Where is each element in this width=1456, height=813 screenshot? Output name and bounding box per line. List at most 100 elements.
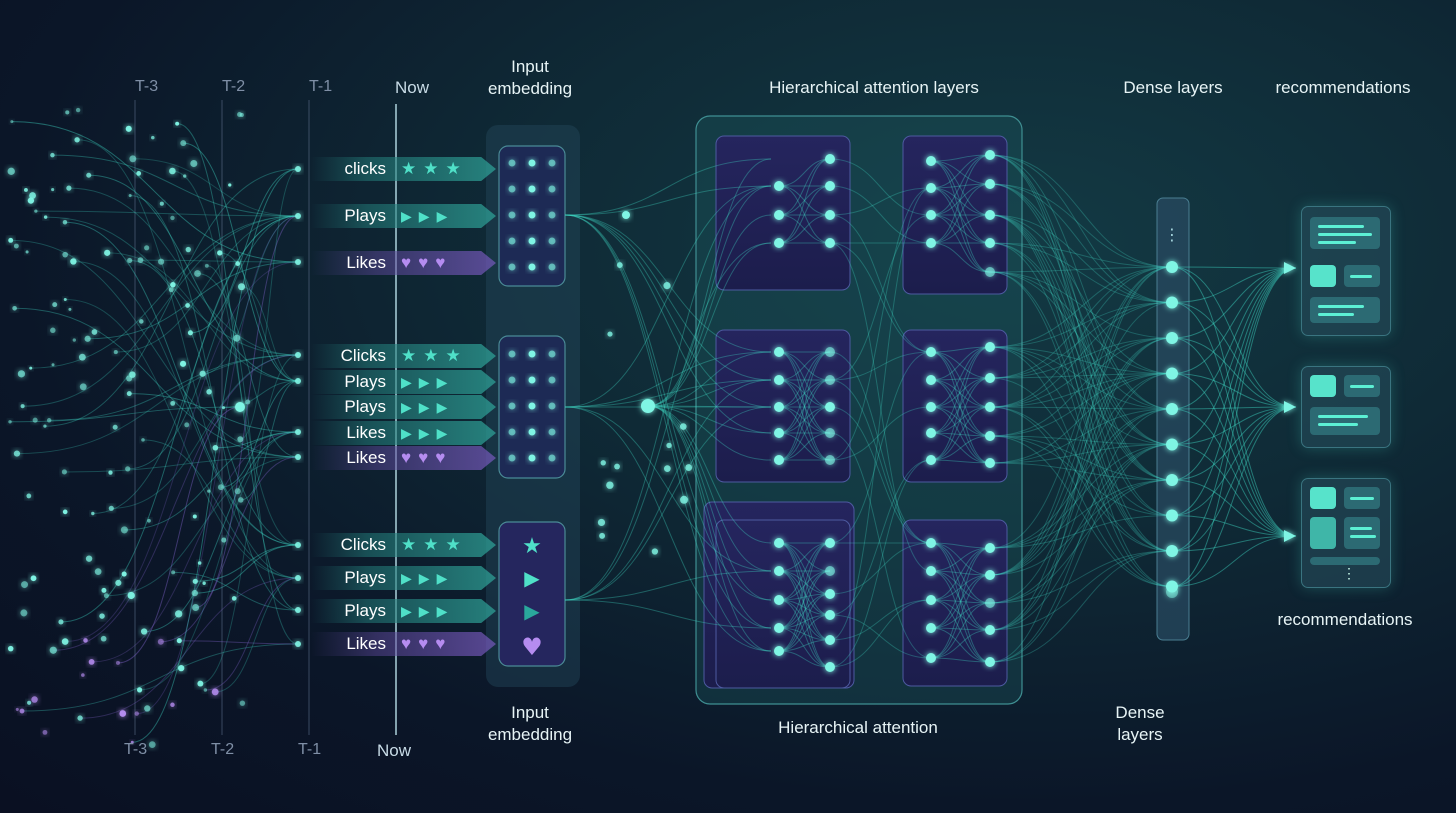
connection-line <box>989 337 1173 631</box>
attention-block <box>902 519 1008 687</box>
input-dot <box>51 363 55 367</box>
input-dot <box>32 417 38 423</box>
star-icon: ★ <box>401 346 417 365</box>
node <box>295 213 301 219</box>
embedding-node <box>508 237 516 245</box>
input-dot <box>168 287 174 293</box>
connection-line <box>989 266 1173 273</box>
node <box>926 566 936 576</box>
input-dot <box>86 172 92 178</box>
connection-line <box>778 542 831 641</box>
attention-block <box>715 519 851 689</box>
node <box>985 342 995 352</box>
embedding-node <box>508 159 516 167</box>
connection-line <box>10 239 299 458</box>
connection-line <box>778 542 831 595</box>
connection-line <box>930 629 991 659</box>
connection-line <box>778 351 831 461</box>
input-dot <box>94 568 102 575</box>
connection-line <box>240 168 299 440</box>
connection-line <box>829 614 932 659</box>
node <box>825 635 835 645</box>
connection-line <box>989 242 1173 481</box>
rec-line <box>1318 225 1364 228</box>
node <box>774 181 784 191</box>
dense-node <box>1166 586 1178 598</box>
connection-line <box>564 351 772 408</box>
hub-node <box>622 211 630 219</box>
connection-line <box>989 346 1173 410</box>
connection-line <box>194 544 299 594</box>
connection-line <box>930 346 991 408</box>
connection-line <box>778 570 831 652</box>
node <box>774 646 784 656</box>
input-dot <box>30 575 37 582</box>
connection-line <box>989 271 1173 339</box>
connection-line <box>35 210 299 217</box>
rec-item <box>1310 297 1380 323</box>
connection-line <box>930 542 991 549</box>
time-label-t3-top: T-3 <box>135 78 159 95</box>
connection-line <box>829 432 932 659</box>
play-icon: ▶ <box>418 602 430 619</box>
input-dot <box>147 518 151 523</box>
connection-line <box>930 214 991 273</box>
node <box>926 210 936 220</box>
input-dot <box>237 436 244 443</box>
rec-item <box>1310 557 1380 565</box>
connection-line <box>1171 373 1297 537</box>
play-icon: ▶ <box>418 207 430 224</box>
heart-icon: ♥ <box>418 634 429 653</box>
connection-line <box>778 593 831 652</box>
node <box>825 566 835 576</box>
attention-block <box>902 135 1008 295</box>
input-dot <box>10 120 14 124</box>
input-dot <box>121 571 127 577</box>
hub-node <box>235 402 245 412</box>
input-dot <box>191 589 198 597</box>
connection-line <box>930 406 991 434</box>
event-row: Plays ▶▶▶ <box>311 599 496 623</box>
input-dot <box>197 680 204 687</box>
connection-line <box>564 406 772 601</box>
connection-line <box>989 408 1173 576</box>
connection-line <box>989 550 1173 604</box>
connection-line <box>68 187 299 356</box>
connection-line <box>829 599 932 641</box>
input-dot <box>203 688 208 692</box>
connection-line <box>778 570 831 595</box>
input-dot <box>199 370 206 377</box>
connection-line <box>106 456 299 597</box>
node <box>825 238 835 248</box>
embedding-node <box>548 428 556 436</box>
connection-line <box>778 351 831 434</box>
connection-line <box>989 242 1173 303</box>
input-dot <box>157 638 164 645</box>
recommendation-card <box>1301 206 1391 336</box>
connection-line <box>930 599 991 631</box>
connection-line <box>647 405 772 572</box>
node <box>926 653 936 663</box>
embedding-node <box>508 211 516 219</box>
input-dot <box>157 258 165 265</box>
connection-line <box>111 354 299 509</box>
event-row: Plays ▶▶▶ <box>311 204 496 228</box>
connection-line <box>930 657 991 663</box>
footer-hierarchical-attention: Hierarchical attention <box>778 718 938 737</box>
embedding-node <box>548 263 556 271</box>
connection-line <box>829 599 932 668</box>
connection-line <box>778 185 831 244</box>
connection-line <box>930 154 991 189</box>
connection-line <box>829 187 932 216</box>
connection-line <box>930 602 991 629</box>
node <box>825 181 835 191</box>
connection-line <box>778 593 831 629</box>
input-dot <box>8 237 14 243</box>
event-label: Likes <box>346 253 386 272</box>
input-dot <box>72 338 76 342</box>
node <box>926 156 936 166</box>
connection-line <box>778 542 831 616</box>
node <box>926 455 936 465</box>
input-dot <box>204 263 209 268</box>
